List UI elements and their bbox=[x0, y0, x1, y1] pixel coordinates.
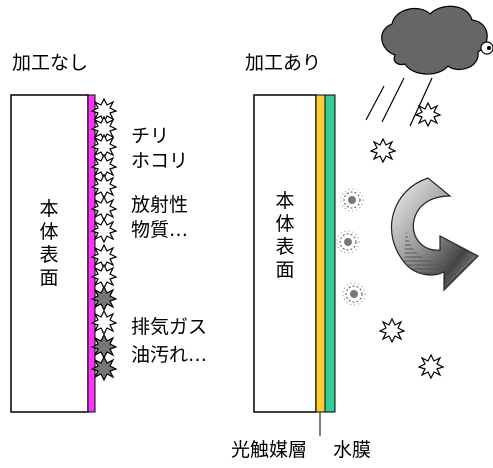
fuzzy-particle-icon bbox=[340, 188, 364, 212]
contaminant-label: 物質… bbox=[131, 219, 189, 241]
right-body-label: 本体表面 bbox=[275, 190, 295, 281]
fuzzy-particle-icon bbox=[336, 230, 360, 254]
burst-particle-icon bbox=[91, 174, 117, 199]
right-panel-title: 加工あり bbox=[245, 52, 322, 74]
rain-line-icon bbox=[381, 77, 405, 123]
dark-particle-icon bbox=[91, 334, 117, 359]
dark-particle-icon bbox=[91, 356, 117, 381]
contaminant-label: 放射性 bbox=[131, 194, 189, 216]
deflect-arrow-icon bbox=[390, 177, 480, 292]
contaminant-label: 排気ガス bbox=[131, 316, 208, 338]
right-body-surface bbox=[253, 94, 317, 413]
cloud-icon bbox=[381, 5, 493, 75]
dark-particle-icon bbox=[91, 286, 117, 311]
left-magenta-coating bbox=[87, 94, 96, 413]
fuzzy-particle-icon bbox=[342, 282, 366, 306]
contaminant-label: ホコリ bbox=[131, 150, 189, 172]
burst-particle-icon bbox=[418, 354, 444, 379]
burst-particle-icon bbox=[91, 196, 117, 221]
photocatalyst-layer bbox=[315, 94, 326, 413]
water-film-label: 水膜 bbox=[333, 439, 372, 461]
burst-particle-icon bbox=[370, 138, 396, 163]
burst-particle-icon bbox=[91, 264, 117, 289]
left-body-label: 本体表面 bbox=[39, 198, 59, 289]
burst-particle-icon bbox=[415, 102, 441, 127]
left-body-surface bbox=[10, 94, 89, 413]
contaminant-label: チリ bbox=[131, 125, 170, 147]
water-film-layer bbox=[324, 94, 336, 413]
photocatalyst-layer-label: 光触媒層 bbox=[231, 439, 308, 461]
contaminant-label: 油汚れ… bbox=[131, 344, 208, 366]
left-panel-title: 加工なし bbox=[12, 52, 89, 74]
burst-particle-icon bbox=[91, 310, 117, 335]
burst-particle-icon bbox=[379, 318, 405, 343]
burst-particle-icon bbox=[91, 218, 117, 243]
rain-line-icon bbox=[365, 85, 385, 121]
rain-line-icon bbox=[409, 77, 433, 127]
